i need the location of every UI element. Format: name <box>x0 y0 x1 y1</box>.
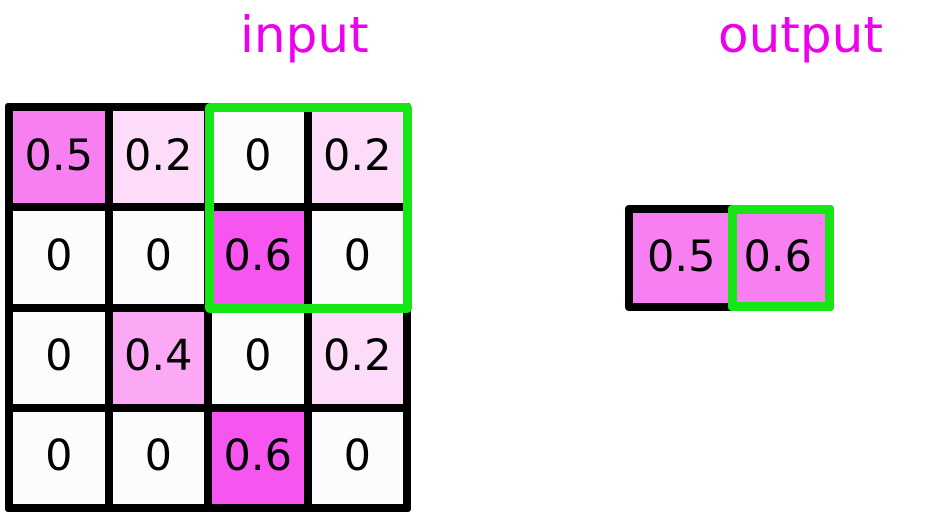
input-cell-r1-c0: 0 <box>13 211 105 304</box>
output-cell-r0-c0: 0.5 <box>633 213 730 303</box>
input-cell-value: 0.5 <box>24 130 93 181</box>
input-cell-r0-c1: 0.2 <box>112 111 204 204</box>
input-cell-value: 0.6 <box>223 431 292 482</box>
input-cell-value: 0 <box>45 230 73 281</box>
input-cell-value: 0.6 <box>223 230 292 281</box>
input-matrix: 0.5 0.2 0 0.2 0 0 0.6 0 0 0.4 0 0.2 0 0 0.6 0 <box>5 103 411 512</box>
input-cell-r2-c1: 0.4 <box>112 311 204 404</box>
input-cell-value: 0 <box>244 130 272 181</box>
input-cell-r2-c0: 0 <box>13 311 105 404</box>
input-cell-value: 0 <box>45 431 73 482</box>
input-cell-value: 0 <box>144 230 172 281</box>
output-cell-r0-c1: 0.6 <box>729 213 826 303</box>
input-cell-r2-c3: 0.2 <box>311 311 403 404</box>
input-cell-r3-c2: 0.6 <box>212 411 304 504</box>
output-title: output <box>718 6 883 64</box>
output-matrix: 0.5 0.6 <box>625 205 834 311</box>
input-cell-r3-c3: 0 <box>311 411 403 504</box>
input-cell-r0-c3: 0.2 <box>311 111 403 204</box>
input-cell-r1-c3: 0 <box>311 211 403 304</box>
input-cell-r3-c1: 0 <box>112 411 204 504</box>
input-cell-value: 0.2 <box>323 130 392 181</box>
input-cell-value: 0 <box>343 431 371 482</box>
input-title: input <box>240 6 369 64</box>
input-cell-r2-c2: 0 <box>212 311 304 404</box>
input-cell-value: 0.2 <box>323 331 392 382</box>
input-cell-value: 0.4 <box>124 331 193 382</box>
input-cell-value: 0 <box>144 431 172 482</box>
input-cell-value: 0 <box>45 331 73 382</box>
input-cell-r1-c1: 0 <box>112 211 204 304</box>
input-cell-value: 0 <box>244 331 272 382</box>
output-cell-value: 0.6 <box>743 231 812 282</box>
input-cell-r3-c0: 0 <box>13 411 105 504</box>
output-cell-value: 0.5 <box>647 231 716 282</box>
input-cell-value: 0.2 <box>124 130 193 181</box>
input-cell-r0-c2: 0 <box>212 111 304 204</box>
input-cell-r1-c2: 0.6 <box>212 211 304 304</box>
input-cell-r0-c0: 0.5 <box>13 111 105 204</box>
input-cell-value: 0 <box>343 230 371 281</box>
